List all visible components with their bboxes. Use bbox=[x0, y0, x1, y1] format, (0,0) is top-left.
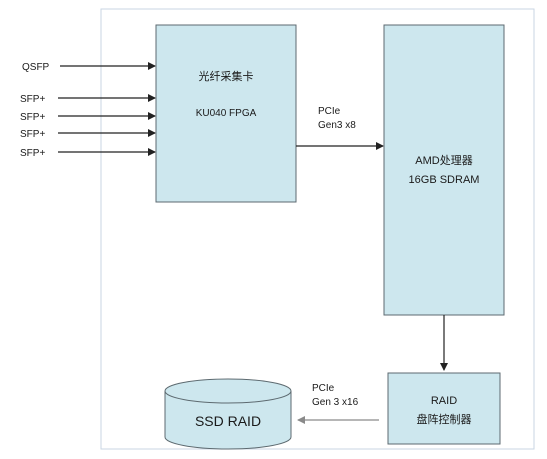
storage-label: SSD RAID bbox=[195, 413, 261, 429]
processor-label-line2: 16GB SDRAM bbox=[409, 174, 480, 186]
fpga-capture-card: 光纤采集卡 KU040 FPGA bbox=[155, 24, 297, 203]
processor-label-line1: AMD处理器 bbox=[415, 154, 472, 167]
ssd-raid-storage: SSD RAID bbox=[164, 378, 292, 450]
pcie-link-1-label-line1: PCIe bbox=[318, 106, 341, 117]
raid-controller-label-line1: RAID bbox=[431, 395, 457, 407]
amd-processor: AMD处理器 16GB SDRAM bbox=[383, 24, 505, 316]
pcie-link-gen3-x8: PCIe Gen3 x8 bbox=[296, 106, 384, 150]
fpga-card-title: 光纤采集卡 bbox=[199, 69, 254, 83]
pcie-link-1-label-line2: Gen3 x8 bbox=[318, 120, 356, 131]
input-label-sfp-4: SFP+ bbox=[20, 148, 45, 159]
ssd-cylinder-top bbox=[164, 378, 292, 404]
pcie-link-2-label-line2: Gen 3 x16 bbox=[312, 397, 359, 408]
pcie-link-2-label-line1: PCIe bbox=[312, 383, 335, 394]
input-label-sfp-3: SFP+ bbox=[20, 129, 45, 140]
raid-controller-box bbox=[387, 372, 501, 445]
raid-controller-label-line2: 盘阵控制器 bbox=[417, 412, 472, 426]
input-label-sfp-2: SFP+ bbox=[20, 112, 45, 123]
ssd-cylinder-body bbox=[164, 391, 292, 450]
input-label-sfp-1: SFP+ bbox=[20, 94, 45, 105]
pcie-link-gen3-x16: PCIe Gen 3 x16 bbox=[297, 383, 379, 424]
fpga-card-box bbox=[155, 24, 297, 203]
processor-box bbox=[383, 24, 505, 316]
raid-controller: RAID 盘阵控制器 bbox=[387, 372, 501, 445]
fpga-card-subtitle: KU040 FPGA bbox=[196, 108, 257, 119]
input-ports: QSFP SFP+ SFP+ SFP+ SFP+ bbox=[20, 62, 156, 159]
input-label-qsfp: QSFP bbox=[22, 62, 50, 73]
